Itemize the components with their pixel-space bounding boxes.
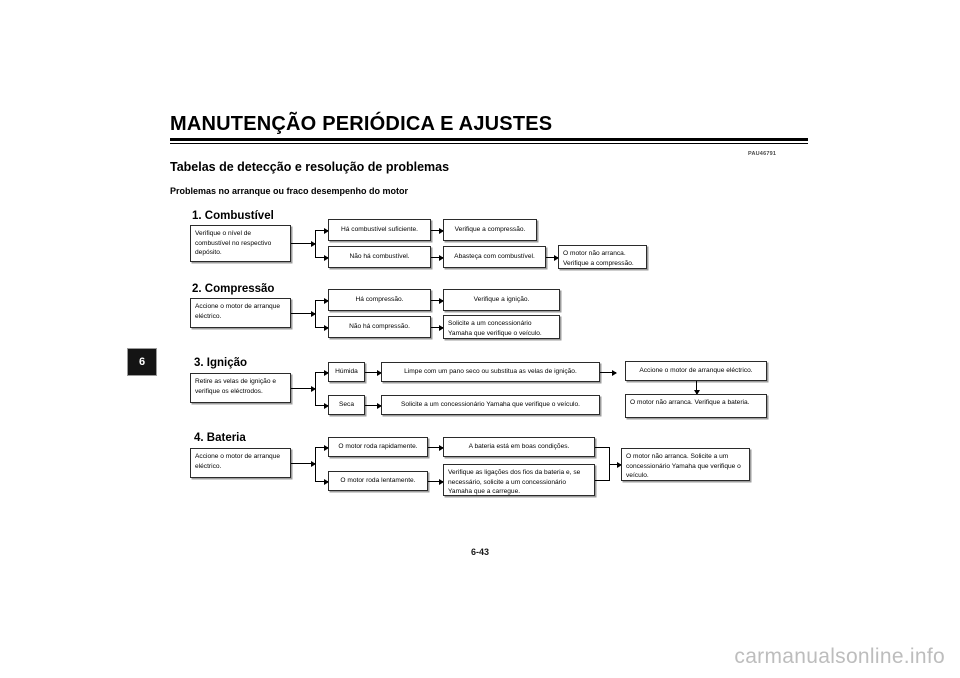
header-rule-thick: [170, 138, 808, 141]
flowchart-1-branch-bottom: Não há combustível.: [328, 246, 431, 268]
flowchart-4-final-box: O motor não arranca. Solicite a um conce…: [621, 448, 750, 481]
flowchart-3-arrow-bottom2: [365, 402, 382, 409]
pau-code: PAU46791: [748, 151, 777, 157]
flowchart-1-arrow-stem: [303, 240, 316, 247]
flowchart-3-branch-top: Húmida: [328, 362, 365, 382]
flowchart-1-arrow-top2: [431, 227, 444, 234]
flowchart-4-arrow-stem: [303, 460, 316, 467]
flowchart-2-branch-bottom: Não há compressão.: [328, 316, 431, 338]
flowchart-3-result-bottom: Solicite a um concessionário Yamaha que …: [381, 395, 600, 415]
flowchart-4-arrow-bottom2: [428, 478, 444, 485]
flowchart-2-arrow-top: [315, 297, 329, 304]
page-title: MANUTENÇÃO PERIÓDICA E AJUSTES: [170, 113, 553, 135]
subsection-title: Problemas no arranque ou fraco desempenh…: [170, 186, 409, 196]
flowchart-3-arrow-top2: [365, 369, 382, 376]
flowchart-4-result-top: A bateria está em boas condições.: [443, 437, 595, 457]
flowchart-1-branch-top: Há combustível suficiente.: [328, 219, 431, 241]
flowchart-3-result-top: Limpe com um pano seco ou substitua as v…: [381, 362, 600, 382]
flowchart-3-arrow-stem: [303, 385, 316, 392]
flowchart-3-arrow-followup: [600, 369, 617, 376]
flowchart-1-arrow-top: [315, 227, 329, 234]
flowchart-4-arrow-top: [315, 444, 329, 451]
flowchart-3-arrow-bottom: [315, 402, 329, 409]
flowchart-2-arrow-bottom: [315, 324, 329, 331]
flowchart-1-arrow-final: [546, 254, 559, 261]
watermark: carmanualsonline.info: [734, 645, 945, 668]
header-rule-thin: [170, 143, 808, 144]
flowchart-2-arrow-stem: [303, 310, 316, 317]
flowchart-4-start-box: Accione o motor de arranque eléctrico.: [190, 448, 291, 478]
flowchart-3-arrow-down: [693, 381, 700, 395]
flowchart-1-label: 1. Combustível: [192, 210, 274, 222]
flowchart-2-branch-top: Há compressão.: [328, 289, 431, 311]
flowchart-4-result-bottom: Verifique as ligações dos fios da bateri…: [443, 464, 595, 496]
flowchart-1-arrow-bottom: [315, 254, 329, 261]
flowchart-3-arrow-top: [315, 369, 329, 376]
flowchart-3-followup-box: Accione o motor de arranque eléctrico.: [625, 361, 767, 381]
flowchart-4-branch-bottom: O motor roda lentamente.: [328, 471, 428, 491]
flowchart-3-start-box: Retire as velas de ignição e verifique o…: [190, 373, 291, 403]
flowchart-1-result-top: Verifique a compressão.: [443, 219, 537, 241]
flowchart-3-final-box: O motor não arranca. Verifique a bateria…: [625, 394, 767, 418]
flowchart-4-label: 4. Bateria: [194, 432, 246, 444]
flowchart-2-result-top: Verifique a ignição.: [443, 289, 560, 311]
chapter-tab: 6: [127, 348, 157, 376]
flowchart-1-result-bottom: Abasteça com combustível.: [443, 246, 546, 268]
flowchart-3-label: 3. Ignição: [194, 357, 248, 369]
flowchart-1-arrow-bottom2: [431, 254, 444, 261]
flowchart-4-arrow-top2: [428, 444, 444, 451]
flowchart-2-arrow-top2: [431, 297, 444, 304]
flowchart-2-label: 2. Compressão: [192, 283, 275, 295]
flowchart-4-arrow-final: [609, 461, 622, 468]
flowchart-1-final-box: O motor não arranca. Verifique a compres…: [558, 245, 647, 269]
flowchart-4-branch-top: O motor roda rapidamente.: [328, 437, 428, 457]
flowchart-3-branch-bottom: Seca: [328, 395, 365, 415]
flowchart-2-arrow-bottom2: [431, 324, 444, 331]
page-number: 6-43: [470, 547, 489, 557]
flowchart-2-start-box: Accione o motor de arranque eléctrico.: [190, 298, 291, 328]
flowchart-4-arrow-bottom: [315, 478, 329, 485]
flowchart-1-start-box: Verifique o nível de combustível no resp…: [190, 225, 291, 262]
section-title: Tabelas de detecção e resolução de probl…: [170, 160, 450, 174]
flowchart-2-result-bottom: Solicite a um concessionário Yamaha que …: [443, 315, 560, 339]
